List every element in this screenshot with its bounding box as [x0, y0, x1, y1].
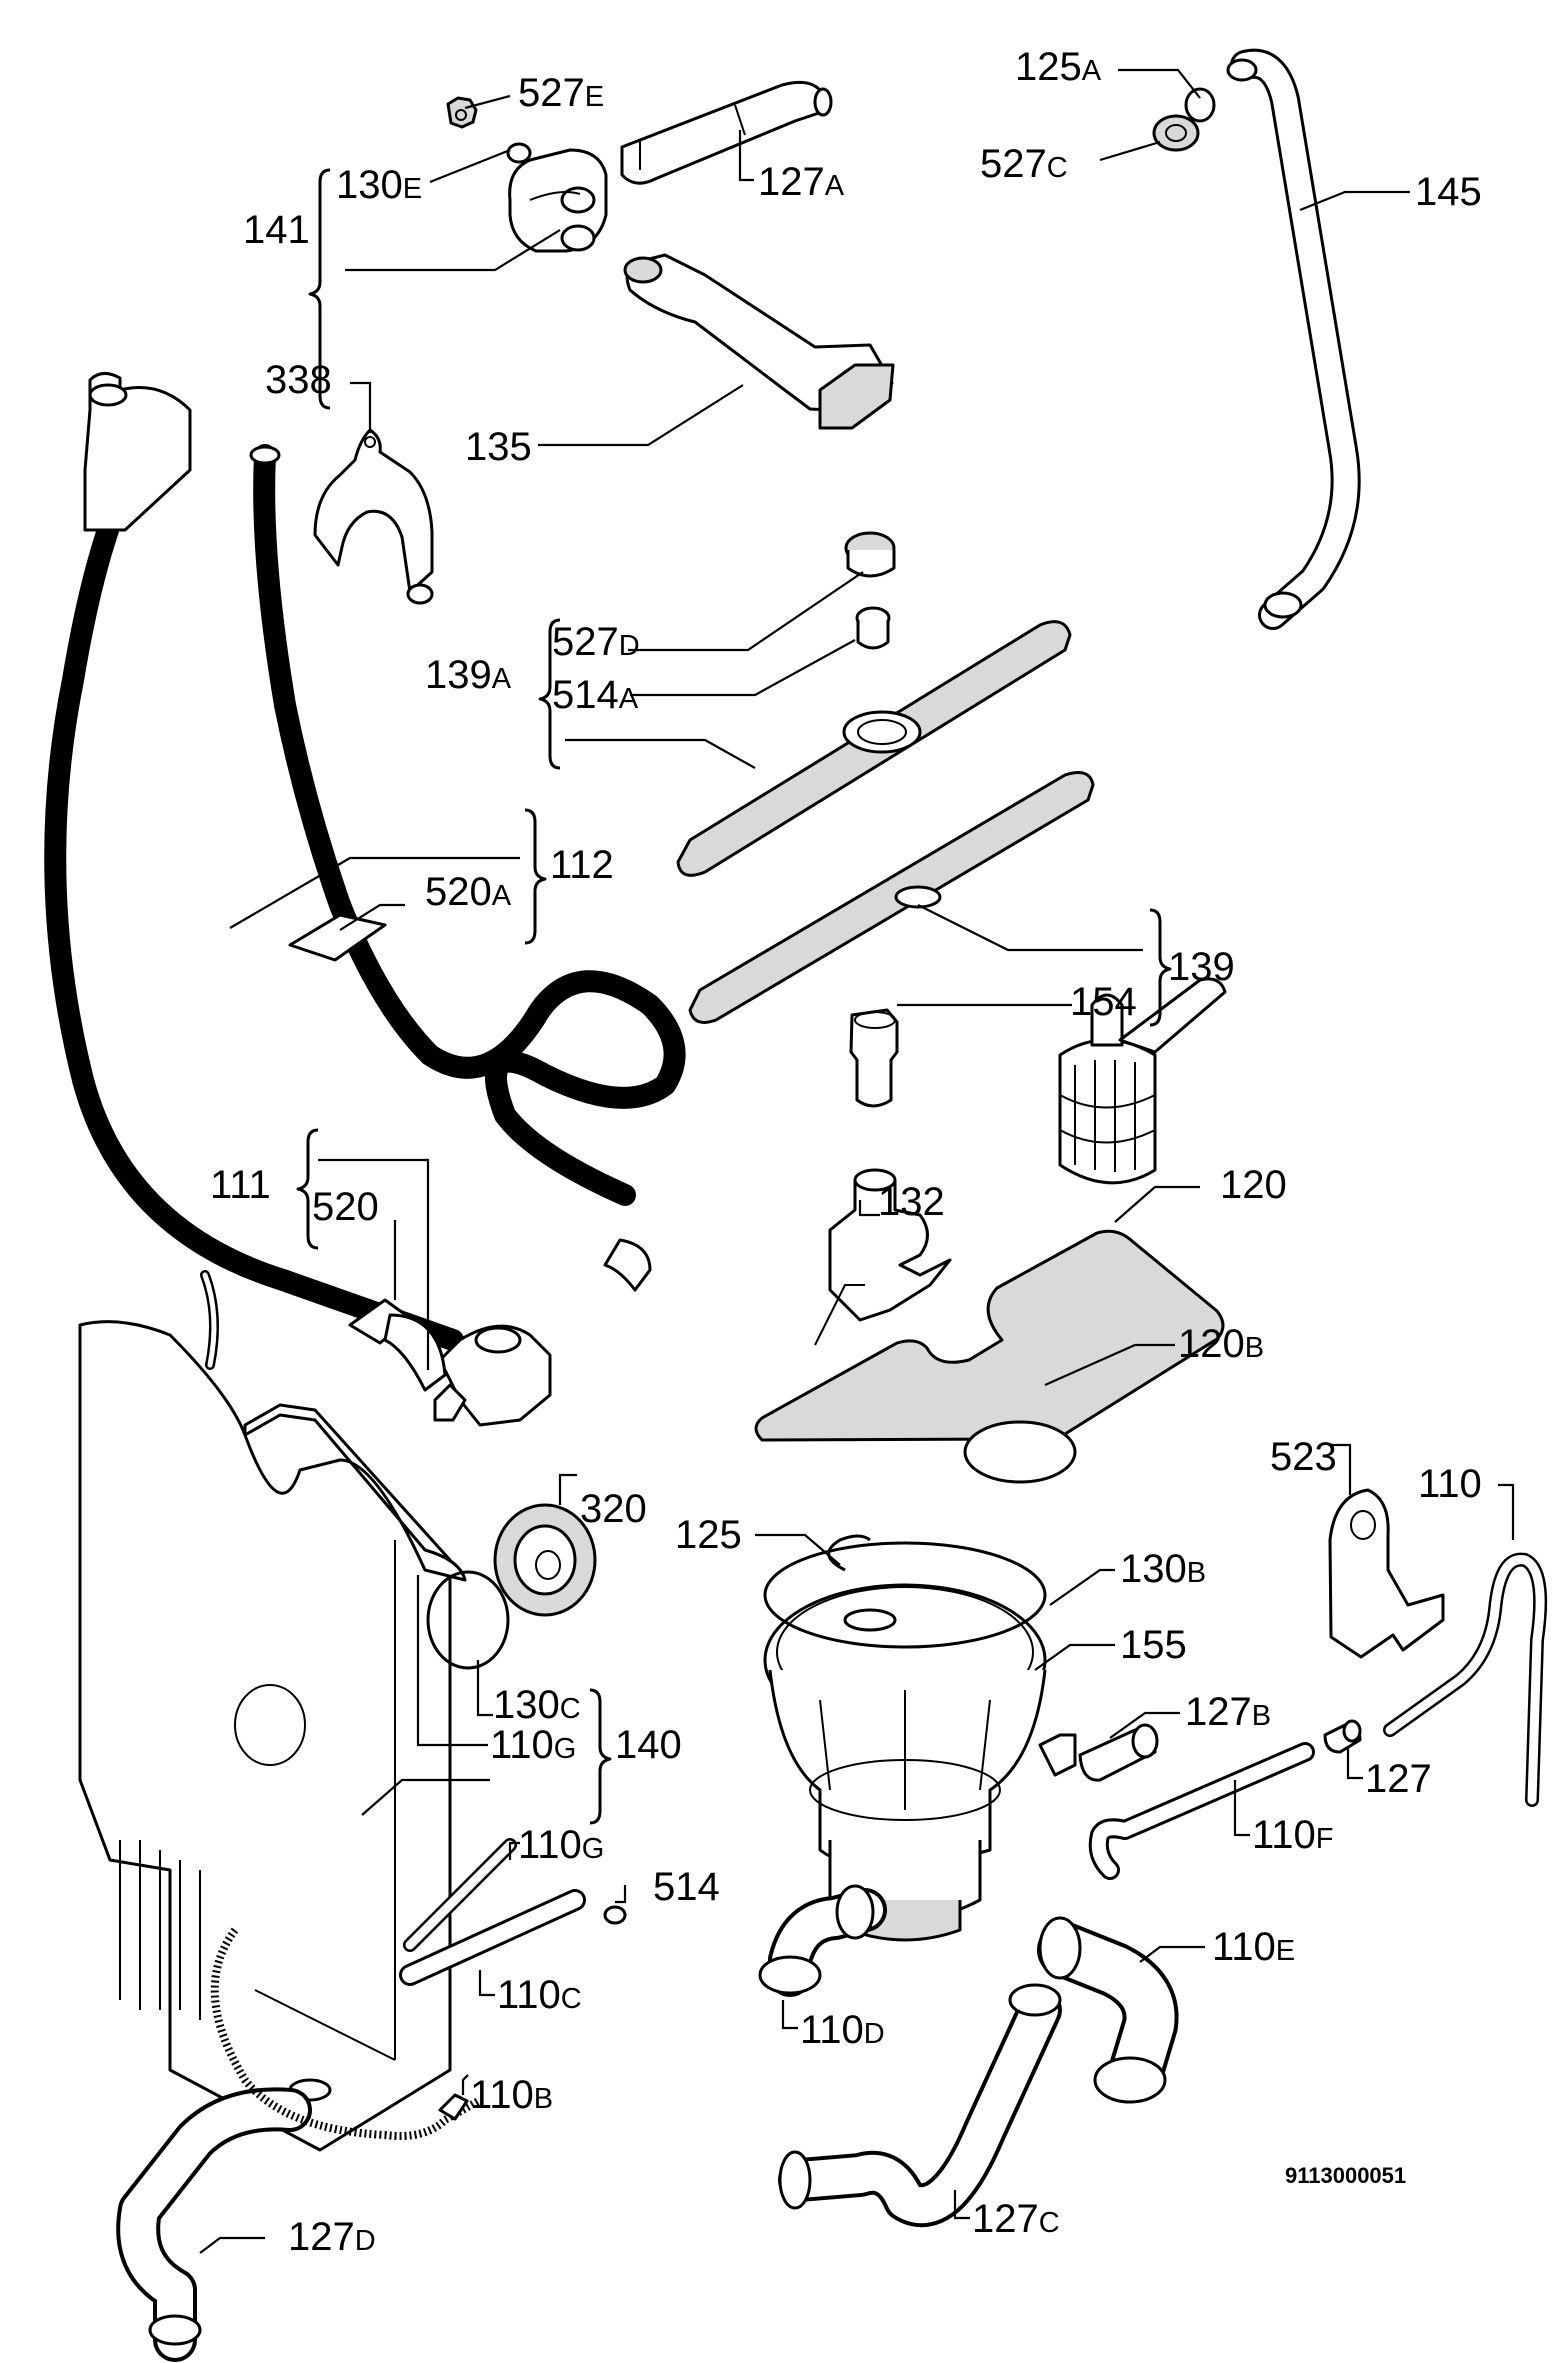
- part-145-pipe: [1226, 48, 1361, 630]
- part-520a-bracket: [288, 913, 387, 962]
- label-139a: 139A: [425, 653, 512, 697]
- label-514a: 514A: [552, 673, 639, 717]
- label-110g-lower: 110G: [518, 1823, 604, 1867]
- label-110g: 110G: [490, 1723, 576, 1767]
- part-127b-sleeve: [1078, 1723, 1159, 1782]
- label-139: 139: [1168, 945, 1235, 989]
- part-514a-bushing: [855, 606, 891, 650]
- label-110c: 110C: [497, 1973, 582, 2017]
- part-labels: 527E 130E 141 127A 125A 527C 145 338 135…: [210, 45, 1482, 2259]
- label-145: 145: [1415, 170, 1482, 214]
- label-154: 154: [1070, 980, 1137, 1024]
- part-111-inlet-hose: [44, 372, 464, 1351]
- label-527e: 527E: [518, 71, 604, 115]
- part-527e-nut: [446, 96, 478, 129]
- drawing-code: 9113000051: [1285, 2163, 1406, 2188]
- part-130c-seal: [426, 1570, 510, 1670]
- label-527c: 527C: [980, 142, 1068, 186]
- part-514-plug: [603, 1905, 627, 1925]
- part-154-connector: [849, 1008, 899, 1108]
- label-127a: 127A: [758, 160, 845, 204]
- label-110f: 110F: [1252, 1813, 1334, 1857]
- part-127c-hose: [778, 1983, 1062, 2228]
- label-523: 523: [1270, 1435, 1337, 1479]
- label-141: 141: [243, 208, 310, 252]
- part-125-clip: [827, 1534, 871, 1572]
- label-127d: 127D: [288, 2215, 376, 2259]
- label-112: 112: [550, 843, 614, 887]
- label-130e: 130E: [336, 163, 422, 207]
- leader-lines: [199, 68, 1515, 2254]
- label-132: 132: [878, 1180, 945, 1224]
- part-110d-elbow: [758, 1884, 887, 1997]
- part-112-drain-hose: [249, 444, 686, 1292]
- label-130b: 130B: [1120, 1547, 1206, 1591]
- label-155: 155: [1120, 1623, 1187, 1667]
- label-320: 320: [580, 1487, 647, 1531]
- label-127c: 127C: [972, 2197, 1060, 2241]
- part-139a-upper-spray-arm: [676, 620, 1072, 877]
- part-135-arm-pipe: [623, 253, 895, 430]
- label-130c: 130C: [493, 1683, 581, 1727]
- part-110-tube: [1383, 1552, 1548, 1807]
- label-127: 127: [1365, 1757, 1432, 1801]
- label-110e: 110E: [1212, 1925, 1295, 1969]
- part-139-lower-spray-arm: [688, 771, 1095, 1024]
- part-527d-nut: [844, 531, 896, 578]
- label-520a: 520A: [425, 870, 512, 914]
- label-111: 111: [210, 1163, 271, 1207]
- label-140: 140: [615, 1723, 682, 1767]
- part-120-filter: [1058, 977, 1227, 1185]
- label-338: 338: [265, 358, 332, 402]
- label-514: 514: [653, 1865, 720, 1909]
- label-110: 110: [1418, 1462, 1482, 1506]
- label-125a: 125A: [1015, 45, 1102, 89]
- part-127d-hose: [116, 2087, 312, 2362]
- label-125: 125: [675, 1513, 742, 1557]
- part-127a-pipe: [620, 80, 833, 185]
- part-130b-seal: [763, 1541, 1047, 1649]
- part-523-bracket: [1328, 1488, 1445, 1659]
- part-320-disc: [493, 1503, 597, 1617]
- label-120b: 120B: [1178, 1322, 1264, 1366]
- part-120b-filter-plate: [754, 1229, 1225, 1484]
- part-338-clip: [313, 428, 434, 605]
- part-127-connector: [1323, 1719, 1362, 1754]
- part-520-valve: [383, 1313, 552, 1427]
- part-110f-tube: [1088, 1742, 1315, 1880]
- label-520: 520: [312, 1185, 379, 1229]
- part-125a-oring: [1184, 87, 1216, 123]
- label-527d: 527D: [552, 620, 640, 664]
- part-140-tank: [78, 1270, 467, 2152]
- part-141-connector: [508, 148, 608, 253]
- part-110e-elbow: [1037, 1916, 1179, 2104]
- label-110d: 110D: [800, 2008, 885, 2052]
- label-120: 120: [1220, 1163, 1287, 1207]
- part-110c-tube: [399, 1889, 586, 1986]
- part-155-sump: [763, 1583, 1077, 1942]
- part-527c-nut: [1152, 114, 1200, 152]
- part-110b-tube: [210, 1927, 482, 2140]
- label-127b: 127B: [1185, 1690, 1271, 1734]
- label-135: 135: [465, 425, 532, 469]
- part-110g-tube: [403, 1838, 517, 1952]
- part-130e-seal: [506, 142, 532, 164]
- label-110b: 110B: [470, 2073, 553, 2117]
